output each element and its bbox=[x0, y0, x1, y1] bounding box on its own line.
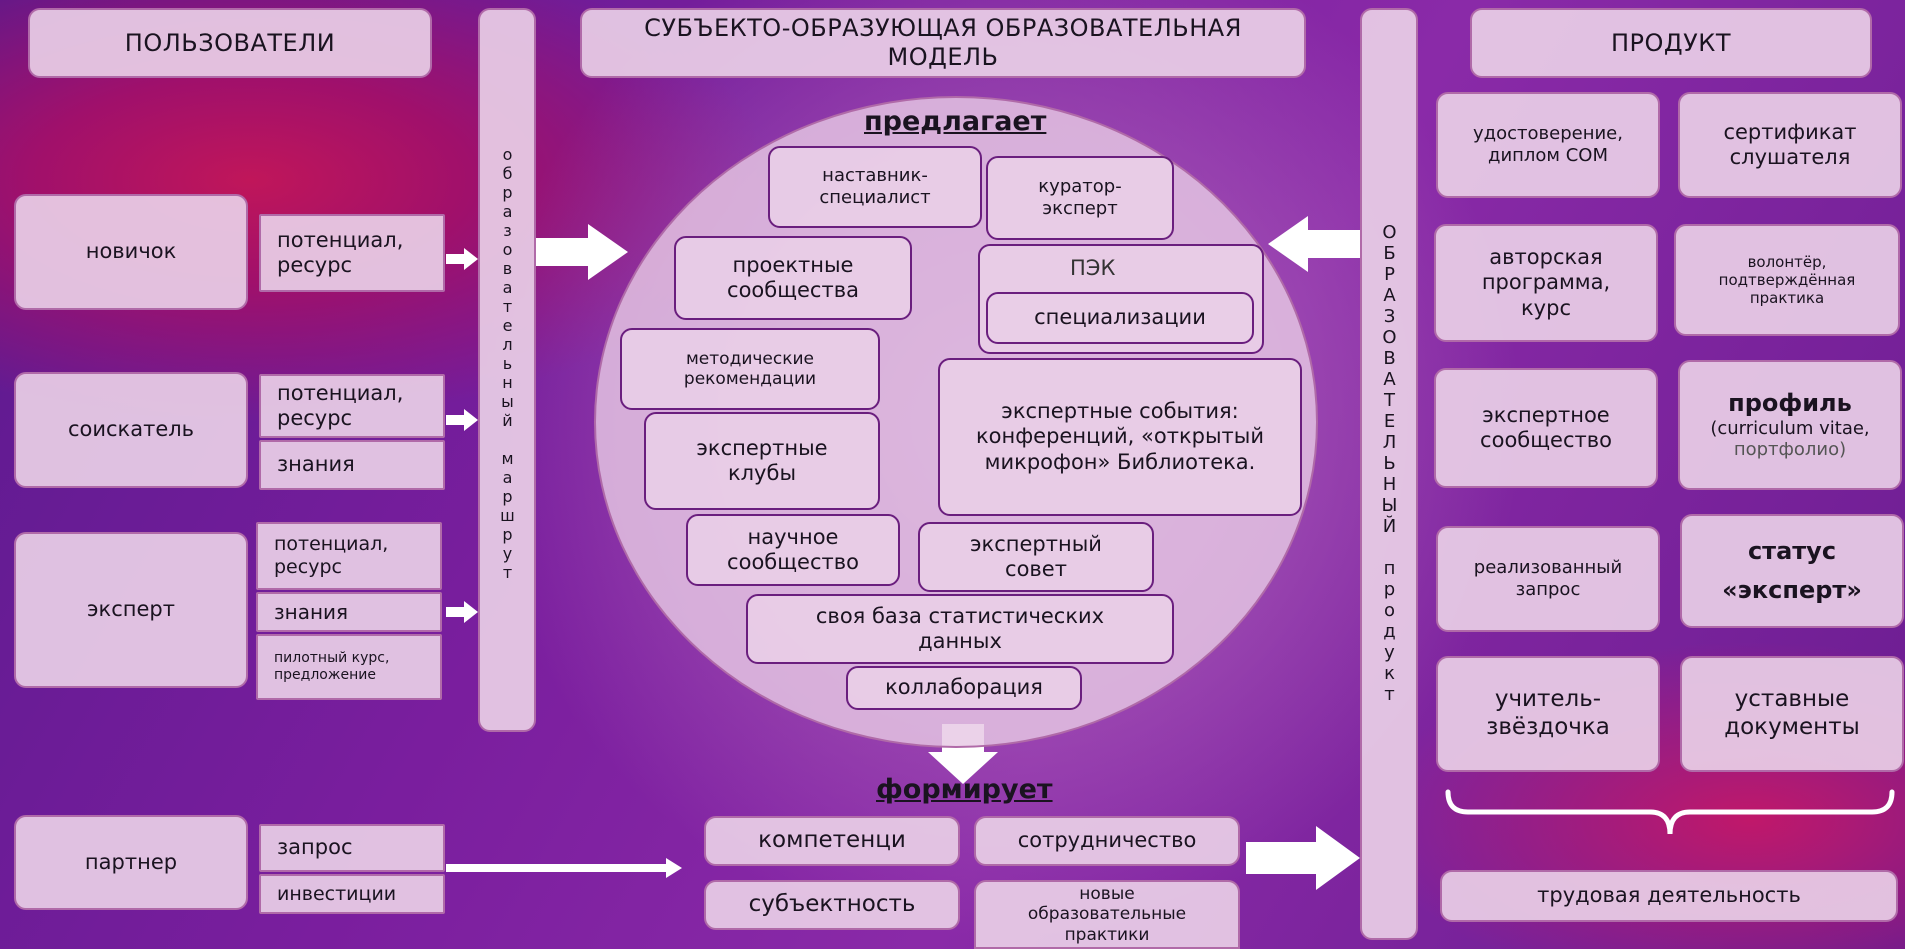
partner-line-arrow-icon bbox=[446, 858, 682, 878]
arrow-right-icon bbox=[446, 248, 478, 270]
offer-stats-db: своя база статистических данных bbox=[746, 594, 1174, 664]
partner-request: запрос bbox=[259, 824, 445, 872]
arrow-right-icon bbox=[446, 409, 478, 431]
edu-product-column: ОБРАЗОВАТЕЛЬНЫЙ продукт bbox=[1360, 8, 1418, 940]
form-cooperation: сотрудничество bbox=[974, 816, 1240, 866]
expert-pilot: пилотный курс, предложение bbox=[256, 634, 442, 700]
status-sub: «эксперт» bbox=[1722, 576, 1862, 604]
product-status: статус «эксперт» bbox=[1680, 514, 1904, 628]
offers-title: предлагает bbox=[864, 106, 1047, 137]
offer-expert-clubs: экспертные клубы bbox=[644, 412, 880, 510]
product-header: ПРОДУКТ bbox=[1470, 8, 1872, 78]
arrow-right-icon bbox=[446, 601, 478, 623]
user-partner: партнер bbox=[14, 815, 248, 910]
pek-label: ПЭК bbox=[1070, 256, 1116, 280]
offer-expert-events: экспертные события: конференций, «открыт… bbox=[938, 358, 1302, 516]
novice-potential: потенциал, ресурс bbox=[259, 214, 445, 292]
offer-method-recs: методические рекомендации bbox=[620, 328, 880, 410]
big-arrow-right-icon bbox=[1246, 826, 1360, 890]
user-applicant: соискатель bbox=[14, 372, 248, 488]
product-certificate-som: удостоверение, диплом СОМ bbox=[1436, 92, 1660, 198]
offer-expert-council: экспертный совет bbox=[918, 522, 1154, 592]
expert-potential: потенциал, ресурс bbox=[256, 522, 442, 590]
profile-sub: (curriculum vitae, bbox=[1710, 417, 1870, 439]
edu-product-label: ОБРАЗОВАТЕЛЬНЫЙ продукт bbox=[1379, 222, 1400, 705]
offer-collaboration: коллаборация bbox=[846, 666, 1082, 710]
profile-sub2: портфолио) bbox=[1733, 439, 1847, 461]
big-arrow-left-icon bbox=[1268, 216, 1360, 272]
product-labor: трудовая деятельность bbox=[1440, 870, 1898, 922]
users-header: ПОЛЬЗОВАТЕЛИ bbox=[28, 8, 432, 78]
product-profile: профиль (curriculum vitae, портфолио) bbox=[1678, 360, 1902, 490]
route-label: образовательный маршрут bbox=[498, 145, 517, 582]
big-arrow-right-icon bbox=[536, 224, 628, 280]
offer-specializations: специализации bbox=[986, 292, 1254, 344]
product-charter-docs: уставные документы bbox=[1680, 656, 1904, 772]
offer-curator: куратор-эксперт bbox=[986, 156, 1174, 240]
product-expert-community: экспертное сообщество bbox=[1434, 368, 1658, 488]
profile-title: профиль bbox=[1728, 389, 1852, 417]
status-title: статус bbox=[1747, 537, 1837, 566]
applicant-potential: потенциал, ресурс bbox=[259, 374, 445, 438]
user-novice: новичок bbox=[14, 194, 248, 310]
product-author-program: авторская программа, курс bbox=[1434, 224, 1658, 342]
model-header: СУБЪЕКТО-ОБРАЗУЮЩАЯ ОБРАЗОВАТЕЛЬНАЯ МОДЕ… bbox=[580, 8, 1306, 78]
offer-mentor: наставник-специалист bbox=[768, 146, 982, 228]
forms-title: формирует bbox=[876, 774, 1053, 805]
expert-knowledge: знания bbox=[256, 592, 442, 632]
form-competences: компетенци bbox=[704, 816, 960, 866]
curly-brace-icon bbox=[1445, 789, 1895, 835]
applicant-knowledge: знания bbox=[259, 440, 445, 490]
user-expert: эксперт bbox=[14, 532, 248, 688]
product-volunteer: волонтёр, подтверждённая практика bbox=[1674, 224, 1900, 336]
partner-investments: инвестиции bbox=[259, 874, 445, 914]
product-listener-cert: сертификат слушателя bbox=[1678, 92, 1902, 198]
offer-project-communities: проектные сообщества bbox=[674, 236, 912, 320]
offer-scientific-community: научное сообщество bbox=[686, 514, 900, 586]
route-column: образовательный маршрут bbox=[478, 8, 536, 732]
form-subjectivity: субъектность bbox=[704, 880, 960, 930]
product-star-teacher: учитель-звёздочка bbox=[1436, 656, 1660, 772]
product-realized-request: реализованный запрос bbox=[1436, 526, 1660, 632]
form-new-practices: новые образовательные практики bbox=[974, 880, 1240, 949]
